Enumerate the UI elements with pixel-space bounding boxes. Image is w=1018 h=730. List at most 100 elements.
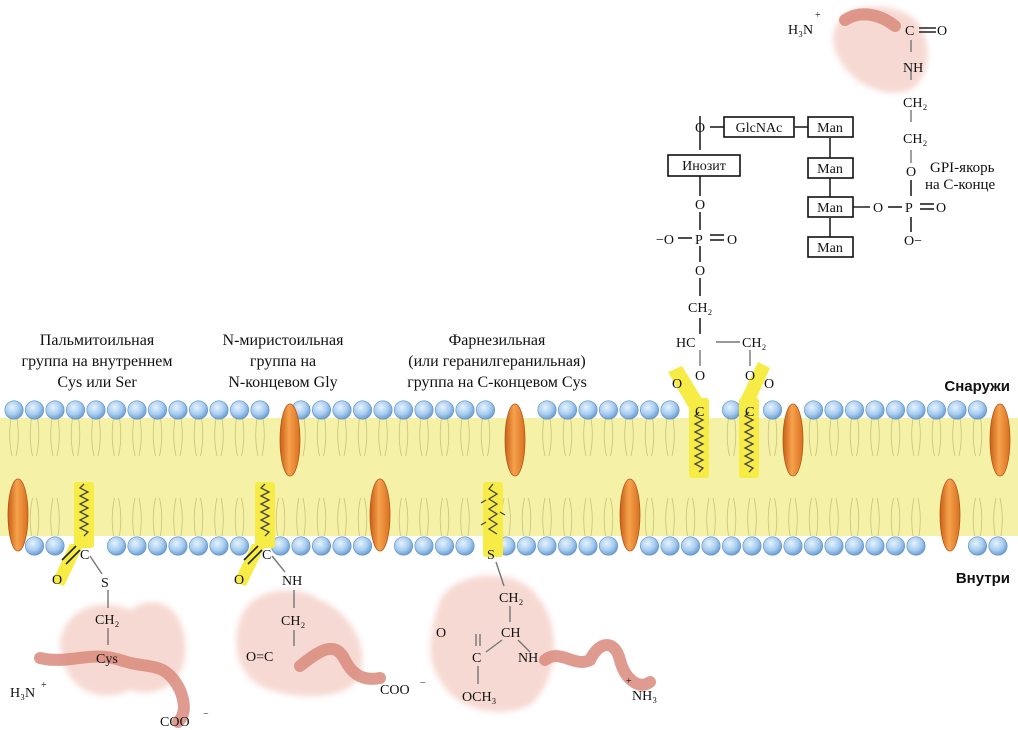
myr-carbon: C: [262, 548, 271, 563]
lipid-head: [680, 536, 700, 556]
lipid-head: [824, 536, 844, 556]
gpi-p2-o: O: [936, 201, 946, 216]
myr-carbonyl: O=C: [246, 650, 273, 665]
lipid-head: [721, 400, 741, 420]
chemical-bonds: [61, 27, 936, 684]
gpi-c: C: [905, 24, 914, 39]
chemistry-text: C O S CH₂ Cys H₃N + COO − C O NH CH₂ O=C…: [10, 10, 947, 730]
glcnac-box: GlcNAc: [736, 121, 783, 136]
gpi-h3n-charge: +: [815, 10, 821, 21]
myr-nh: NH: [282, 574, 302, 589]
lipid-head: [742, 536, 762, 556]
palm-sulfur: S: [101, 576, 109, 591]
lipid-head: [762, 536, 782, 556]
lipid-head: [352, 536, 372, 556]
lipid-head: [455, 400, 475, 420]
farn-nh3-charge: +: [626, 676, 632, 687]
integral-proteins: [7, 403, 1011, 552]
lipid-head: [701, 536, 721, 556]
integral-protein: [7, 478, 29, 552]
lipid-head: [578, 536, 598, 556]
lipid-head: [598, 400, 618, 420]
farn-ch2: CH₂: [499, 591, 523, 606]
gpi-neg-o: −O: [656, 233, 674, 248]
lipid-head: [947, 400, 967, 420]
lipid-head: [45, 536, 65, 556]
gpi-h3n: H₃N: [788, 23, 813, 38]
gpi-ch2-2: CH₂: [742, 336, 766, 351]
palm-h3n-charge: +: [41, 680, 47, 691]
gpi-carbonyl-o2: O: [764, 377, 774, 392]
gpi-o-top: O: [695, 121, 705, 136]
lipid-head: [311, 536, 331, 556]
gpi-o4: O: [906, 165, 916, 180]
lipid-head: [844, 536, 864, 556]
lipid-head: [721, 536, 741, 556]
man-box-4: Man: [817, 241, 843, 256]
integral-protein: [279, 403, 301, 477]
lipid-head: [865, 536, 885, 556]
farn-ch: CH: [501, 626, 520, 641]
lipid-head: [291, 536, 311, 556]
lipid-head: [803, 536, 823, 556]
lipid-head: [352, 400, 372, 420]
lipid-head: [537, 536, 557, 556]
palm-coo: COO: [160, 715, 190, 730]
integral-protein: [369, 478, 391, 552]
farn-nh: NH: [518, 651, 538, 666]
man-box-3: Man: [817, 201, 843, 216]
palm-h3n: H₃N: [10, 686, 35, 701]
integral-protein: [504, 403, 526, 477]
protein-blobs: [34, 6, 928, 728]
lipid-head: [189, 536, 209, 556]
lipid-head: [189, 400, 209, 420]
outside-label: Снаружи: [944, 378, 1010, 395]
gpi-ch2-b: CH₂: [903, 96, 927, 111]
lipid-head: [332, 400, 352, 420]
lipid-head: [24, 400, 44, 420]
lipid-head: [311, 400, 331, 420]
palm-label-line2: группа на внутреннем: [22, 353, 173, 370]
lipid-head: [906, 400, 926, 420]
myr-label-line3: N-концевом Gly: [228, 374, 337, 391]
lipid-head: [885, 536, 905, 556]
lipid-head: [107, 400, 127, 420]
lipid-head: [865, 400, 885, 420]
lipid-head: [926, 400, 946, 420]
lipid-head: [824, 400, 844, 420]
lipid-head: [414, 536, 434, 556]
lipid-head: [393, 400, 413, 420]
lipid-head: [557, 400, 577, 420]
inside-label: Внутри: [956, 570, 1010, 587]
gpi-c-o: O: [937, 24, 947, 39]
gpi-nh: NH: [903, 61, 923, 76]
farn-label-line3: группа на С-концевом Cys: [407, 374, 587, 391]
palm-label-line3: Cys или Ser: [57, 374, 137, 391]
palm-ch2: CH₂: [95, 613, 119, 628]
lipid-head: [86, 400, 106, 420]
farn-label-line2: (или геранилгеранильная): [408, 353, 585, 370]
inositol-box: Инозит: [682, 159, 726, 174]
gpi-o2: O: [695, 264, 705, 279]
gpi-p1: P: [695, 233, 703, 248]
myr-label-line1: N-миристоильная: [223, 332, 345, 349]
gpi-o-minus: O−: [904, 234, 922, 249]
gpi-o1: O: [695, 198, 705, 213]
integral-protein: [782, 403, 804, 477]
lipid-head: [393, 536, 413, 556]
lipid-head: [516, 536, 536, 556]
gpi-carbonyl-o1: O: [672, 377, 682, 392]
gpi-p1-o: O: [727, 233, 737, 248]
myr-label-line2: группа на: [250, 353, 316, 370]
integral-protein: [939, 478, 961, 552]
lipid-head: [783, 536, 803, 556]
lipid-head: [24, 536, 44, 556]
lipid-head: [557, 536, 577, 556]
lipid-head: [455, 536, 475, 556]
gpi-p2: P: [905, 201, 913, 216]
lipid-head: [148, 536, 168, 556]
lipid-head: [168, 536, 188, 556]
myr-coo-charge: −: [420, 678, 426, 689]
lipid-head: [127, 536, 147, 556]
